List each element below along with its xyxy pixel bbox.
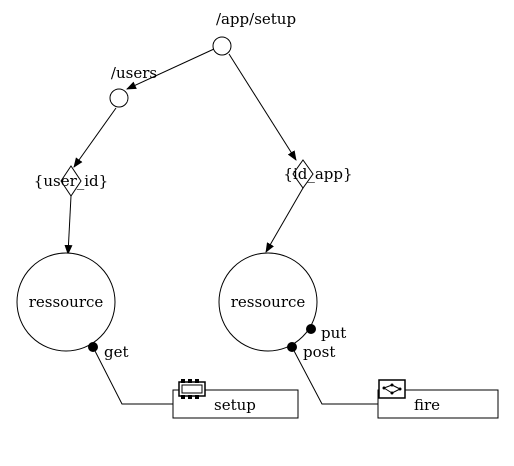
network-icon (378, 379, 406, 399)
connector-get-setup (92, 346, 173, 405)
connector-post-fire (291, 346, 378, 405)
edge-root-users (126, 48, 215, 90)
port-post (287, 342, 297, 352)
edge-userid-resource (64, 195, 73, 255)
port-put (306, 324, 316, 334)
label-fire: fire (414, 396, 440, 414)
node-user-id (60, 165, 82, 197)
label-resource-right: ressource (231, 293, 306, 311)
label-put: put (321, 324, 346, 342)
edge-users-userid (73, 107, 117, 168)
edge-idapp-resource (265, 187, 304, 253)
label-get: get (104, 343, 129, 361)
node-root (212, 36, 232, 56)
port-get (88, 342, 98, 352)
label-users: /users (111, 64, 157, 82)
node-resource-left (16, 252, 116, 352)
node-id-app (292, 159, 314, 189)
label-setup: setup (214, 396, 256, 414)
label-post: post (303, 343, 335, 361)
node-users (109, 88, 129, 108)
edge-root-idapp (228, 53, 297, 161)
label-root: /app/setup (216, 10, 296, 28)
label-resource-left: ressource (29, 293, 104, 311)
label-id-app: {id_app} (283, 165, 352, 183)
chip-icon (178, 379, 206, 399)
label-user-id: {user_id} (34, 172, 108, 190)
node-resource-right (218, 252, 318, 352)
